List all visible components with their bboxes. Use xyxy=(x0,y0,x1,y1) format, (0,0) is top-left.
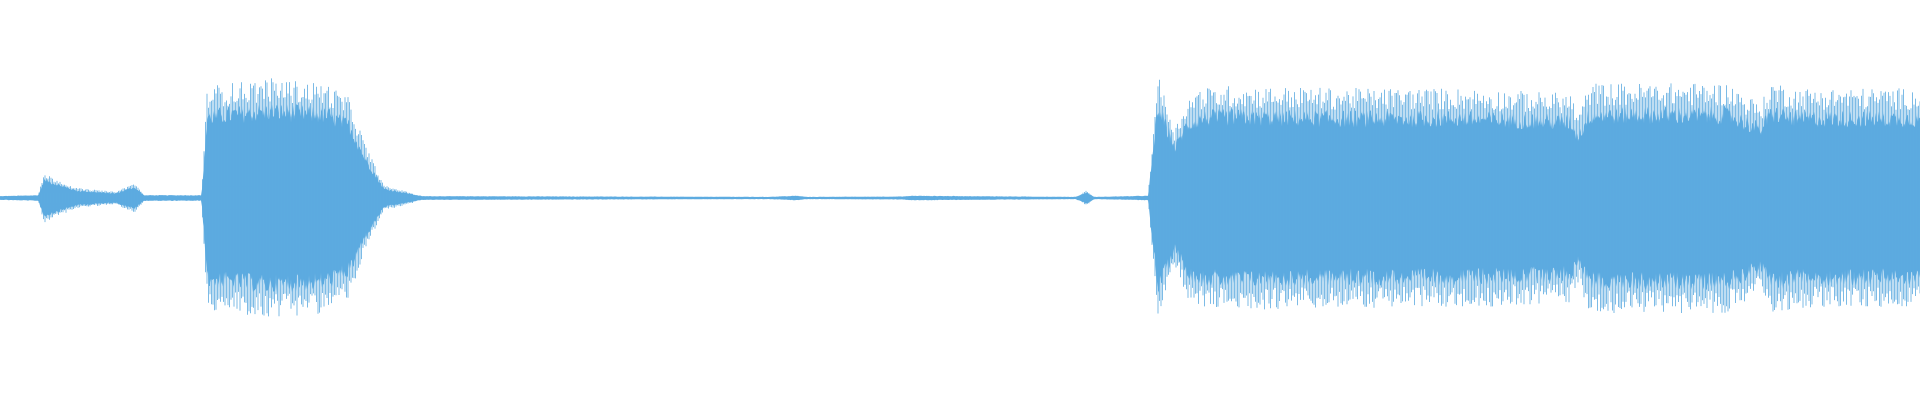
waveform-samples xyxy=(0,78,1920,317)
waveform-peaks xyxy=(38,78,1920,317)
